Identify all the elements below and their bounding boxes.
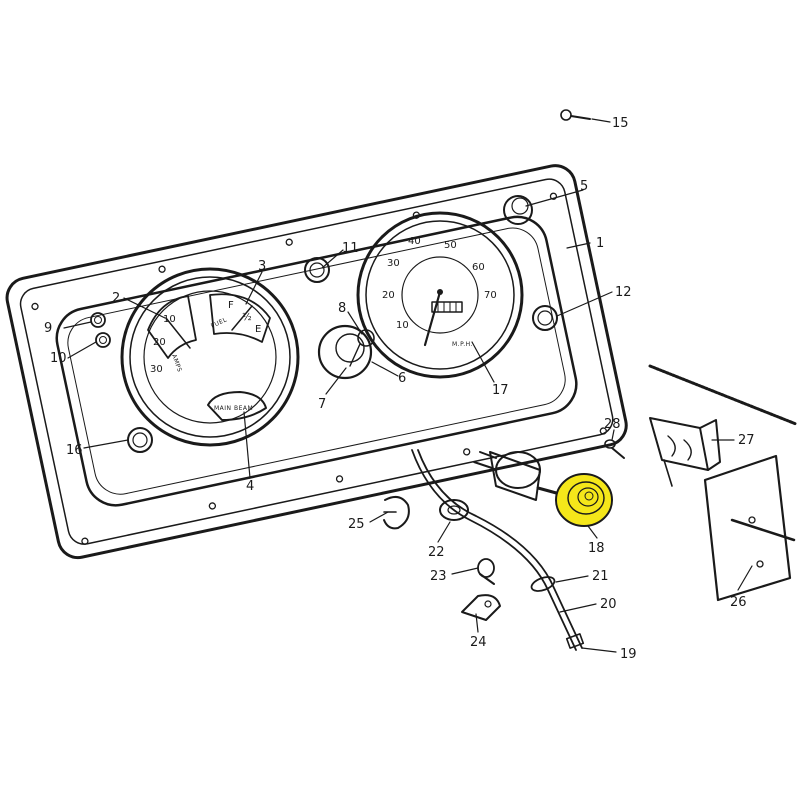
panel-fixing-holes [31, 192, 607, 545]
callout-labels: 15 5 1 12 11 3 2 4 9 10 16 8 6 7 17 18 1… [44, 116, 755, 662]
warning-light-12 [532, 305, 558, 331]
bolt-23 [477, 558, 495, 585]
fuel-scale-empty: E [255, 324, 261, 335]
speedo-cable [411, 449, 585, 651]
speedometer: 10 20 30 40 50 60 70 M.P.H. [356, 211, 524, 379]
callout-10: 10 [50, 351, 67, 366]
amps-scale-20: 20 [153, 337, 166, 348]
grommet-22 [439, 499, 469, 521]
callout-11: 11 [342, 241, 359, 256]
bracket-24 [461, 594, 501, 621]
speedo-numeral-10: 10 [396, 320, 409, 331]
screw-28 [604, 439, 625, 459]
speedo-numeral-50: 50 [444, 240, 457, 251]
callout-5: 5 [580, 179, 588, 194]
switch-assembly-16 [473, 451, 562, 501]
speedo-numeral-60: 60 [472, 262, 485, 273]
callout-4: 4 [246, 479, 254, 494]
speedo-unit: M.P.H. [452, 341, 473, 348]
callout-28: 28 [604, 417, 621, 432]
switch-knob-5 [503, 195, 533, 225]
callout-17: 16 [66, 443, 83, 458]
clip-25 [383, 495, 410, 530]
warning-light-11 [304, 257, 330, 283]
callout-2: 2 [112, 291, 120, 306]
mounting-bracket-27 [649, 417, 721, 487]
fuel-scale-half: ½ [242, 311, 252, 323]
fuel-scale-full: F [228, 300, 234, 311]
callout-12: 12 [615, 285, 632, 300]
ignition-switch-6-7-8 [317, 324, 375, 380]
callout-1: 1 [596, 236, 604, 251]
main-beam-label: MAIN BEAM [214, 405, 253, 412]
callout-7: 7 [318, 397, 326, 412]
amps-label: AMPS [170, 353, 183, 373]
highlighted-knob-16 [555, 473, 613, 527]
callout-26: 26 [730, 595, 747, 610]
callout-6: 6 [398, 371, 406, 386]
mounting-plate-26 [703, 454, 796, 602]
panel-lamp-17 [127, 427, 153, 453]
amps-scale-30: 30 [150, 364, 163, 375]
speedo-numeral-70: 70 [484, 290, 497, 301]
callout-9: 9 [44, 321, 52, 336]
callout-8: 8 [338, 301, 346, 316]
callout-19: 19 [620, 647, 637, 662]
threaded-rod [648, 364, 798, 426]
callout-3: 3 [258, 259, 266, 274]
screw-15 [560, 109, 591, 121]
indicator-9 [90, 312, 106, 328]
callout-23: 23 [430, 569, 447, 584]
indicator-10 [95, 332, 111, 348]
callout-15: 15 [612, 116, 629, 131]
speedo-numeral-20: 20 [382, 290, 395, 301]
callout-21: 21 [592, 569, 609, 584]
callout-16: 18 [588, 541, 605, 556]
combination-gauge: 10 20 30 AMPS F ½ E FUEL MAIN BEAM [120, 267, 300, 447]
callout-27: 27 [738, 433, 755, 448]
speedo-numeral-30: 30 [387, 258, 400, 269]
amps-scale-10: 10 [163, 314, 176, 325]
callout-25: 25 [348, 517, 365, 532]
callout-20: 20 [600, 597, 617, 612]
callout-22: 22 [428, 545, 445, 560]
speedo-numeral-40: 40 [408, 236, 421, 247]
callout-18: 17 [492, 383, 509, 398]
leader-lines [63, 118, 753, 653]
instrument-panel [5, 164, 628, 560]
callout-24: 24 [470, 635, 487, 650]
